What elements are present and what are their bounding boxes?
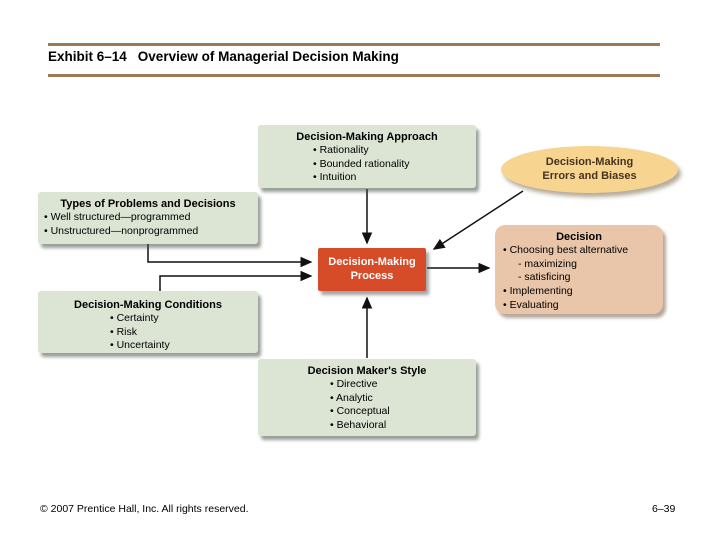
process-line1: Decision-Making [328, 255, 416, 268]
bullet-subitem: - satisficing [518, 271, 571, 284]
ellipse-errors-and-biases: Decision-Making Errors and Biases [501, 146, 678, 193]
bullet-item: • Implementing [503, 284, 573, 297]
box-decision-makers-style: Decision Maker's Style • Directive • Ana… [258, 359, 476, 436]
ellipse-line2: Errors and Biases [542, 169, 637, 182]
arrow-conditions-to-process [159, 270, 313, 291]
box-decision-making-process: Decision-Making Process [318, 248, 426, 291]
bullet-item: • Choosing best alternative [503, 244, 629, 256]
bullet-list: • Choosing best alternative - maximizing… [495, 244, 663, 312]
bullet-list: • Well structured—programmed • Unstructu… [38, 211, 258, 238]
box-title: Decision [556, 231, 602, 243]
bullet-item: • Certainty [110, 312, 159, 324]
title-rule-top [48, 43, 660, 46]
box-decision-making-approach: Decision-Making Approach • Rationality •… [258, 125, 476, 188]
bullet-item: • Bounded rationality [313, 157, 410, 170]
bullet-item: • Conceptual [330, 405, 390, 418]
arrow-types-to-process [147, 244, 313, 268]
box-title: Decision-Making Approach [296, 131, 438, 143]
title-rule-bottom [48, 74, 660, 77]
copyright-text: © 2007 Prentice Hall, Inc. All rights re… [40, 503, 249, 515]
bullet-list: • Certainty • Risk • Uncertainty [38, 312, 258, 353]
slide-number: 6–39 [652, 503, 676, 515]
process-line2: Process [350, 269, 394, 282]
bullet-item: • Intuition [313, 171, 357, 184]
box-types-of-problems: Types of Problems and Decisions • Well s… [38, 192, 258, 244]
box-decision-making-conditions: Decision-Making Conditions • Certainty •… [38, 291, 258, 353]
box-title: Decision-Making Conditions [74, 299, 222, 311]
bullet-item: • Uncertainty [110, 339, 170, 352]
box-title: Types of Problems and Decisions [60, 198, 236, 210]
page-title: Exhibit 6–14 Overview of Managerial Decis… [48, 49, 399, 64]
bullet-item: • Analytic [330, 391, 373, 404]
bullet-subitem: - maximizing [518, 257, 577, 270]
bullet-item: • Evaluating [503, 298, 559, 311]
title-text: Overview of Managerial Decision Making [137, 49, 399, 64]
bullet-list: • Rationality • Bounded rationality • In… [258, 144, 476, 185]
bullet-item: • Unstructured—nonprogrammed [44, 224, 199, 237]
bullet-list: • Directive • Analytic • Conceptual • Be… [258, 378, 476, 433]
ellipse-line1: Decision-Making [545, 155, 634, 168]
bullet-item: • Directive [330, 378, 378, 390]
bullet-item: • Well structured—programmed [44, 211, 191, 223]
exhibit-label: Exhibit 6–14 [48, 49, 127, 64]
bullet-item: • Risk [110, 325, 138, 338]
box-title: Decision Maker's Style [307, 365, 427, 377]
box-decision: Decision • Choosing best alternative - m… [495, 225, 663, 314]
bullet-item: • Behavioral [330, 418, 387, 431]
bullet-item: • Rationality [313, 144, 369, 156]
